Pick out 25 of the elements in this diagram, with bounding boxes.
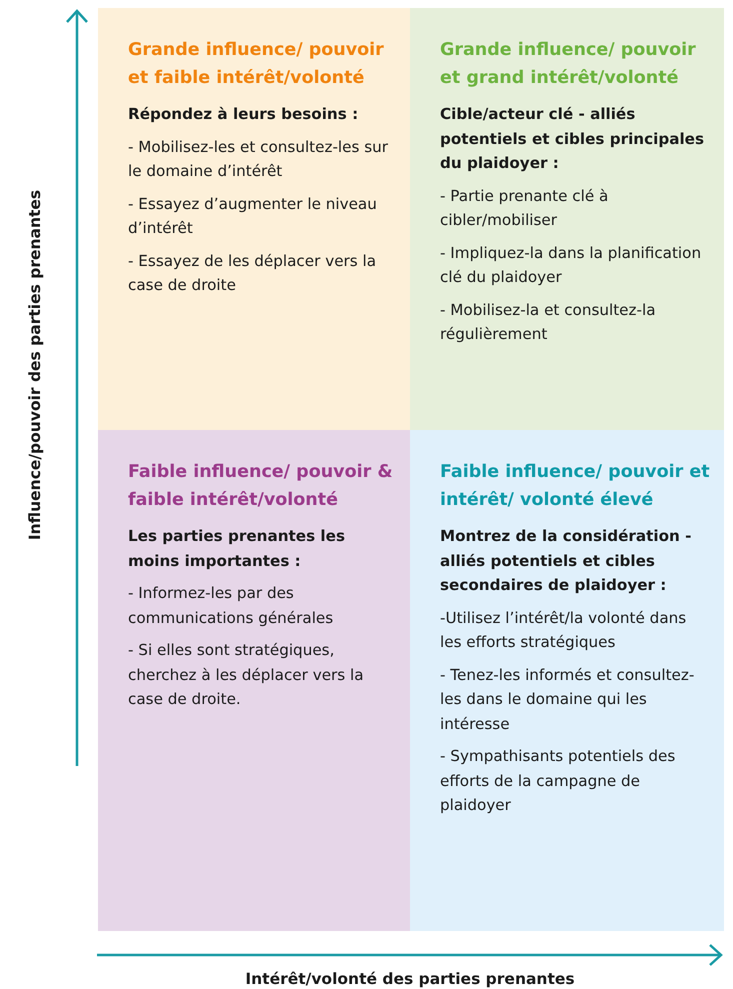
axis-label: Intérêt/volonté des parties prenantes [245, 970, 575, 988]
bullet-text: - Si elles sont stratégiques, cherchez à les déplacer vers la case de droite. [128, 640, 365, 710]
quadrant-heading: Faible influence/ pouvoir & faible intérêt/volonté [128, 461, 394, 512]
bullet-text: - Mobilisez-les et consultez-les sur le domaine d’intérêt [128, 136, 390, 182]
bullet-text: - Impliquez-la dans la planification clé du plaidoyer [440, 242, 702, 288]
bullet-text: - Essayez d’augmenter le niveau d’intérêt [128, 194, 378, 239]
quadrant-heading: Faible influence/ pouvoir et intérêt/ volonté élevé [440, 461, 710, 512]
bullet-text: - Partie prenante clé à cibler/mobiliser [440, 186, 610, 231]
bullet-text: - Mobilisez-la et consultez-la régulièrement [440, 300, 656, 345]
quadrant-panel [98, 430, 410, 931]
axis-label: Influence/pouvoir des parties prenantes [26, 190, 44, 540]
quadrant-panel [410, 430, 724, 931]
quadrant-panel [98, 8, 410, 430]
bullet-text: - Tenez-les informés et consultez-les dans le domaine qui les intéresse [440, 664, 696, 734]
bullet-text: -Utilisez l’intérêt/la volonté dans les efforts stratégiques [440, 608, 688, 653]
bullet-text: - Sympathisants potentiels des efforts de la campagne de plaidoyer [440, 746, 676, 816]
bullet-text: - Informez-les par des communications générales [128, 583, 334, 628]
quadrant-subheading: Montrez de la considération - alliés potentiels et cibles secondaires de plaidoyer : [440, 526, 692, 596]
quadrant-subheading: Répondez à leurs besoins : [128, 104, 360, 125]
quadrant-panel [410, 8, 724, 430]
quadrant-subheading: Cible/acteur clé - alliés potentiels et cibles principales du plaidoyer : [440, 104, 705, 174]
quadrant-heading: Grande influence/ pouvoir et grand intérêt/volonté [440, 39, 697, 90]
bullet-text: - Essayez de les déplacer vers la case de droite [128, 250, 378, 296]
quadrant-subheading: Les parties prenantes les moins importantes : [128, 526, 346, 572]
quadrant-heading: Grande influence/ pouvoir et faible intérêt/volonté [128, 39, 385, 90]
